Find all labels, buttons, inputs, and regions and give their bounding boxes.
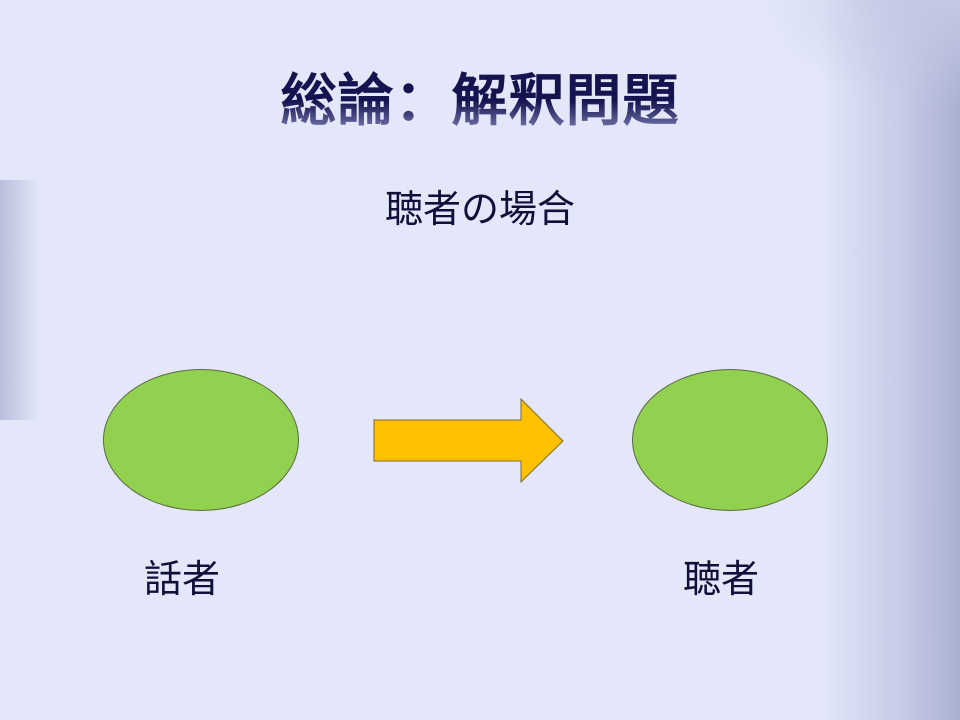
right-arrow-icon bbox=[373, 398, 564, 484]
slide-subtitle: 聴者の場合 bbox=[384, 187, 575, 231]
speaker-label: 話者 bbox=[144, 557, 221, 601]
decorative-brush-left bbox=[0, 180, 40, 420]
listener-ellipse bbox=[632, 369, 828, 511]
listener-label: 聴者 bbox=[683, 557, 760, 601]
speaker-ellipse bbox=[103, 369, 299, 511]
decorative-brush-right bbox=[820, 0, 960, 720]
slide-title: 総論：解釈問題 bbox=[0, 56, 960, 137]
decorative-brush-top-right bbox=[760, 0, 960, 110]
